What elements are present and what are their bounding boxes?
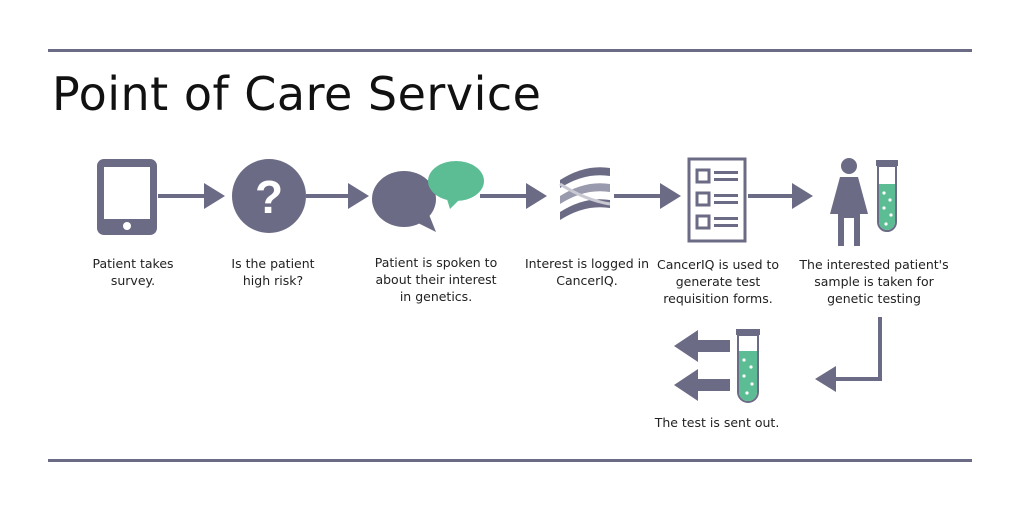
tablet-icon: [97, 159, 157, 235]
step-label-survey: Patient takes survey.: [92, 256, 174, 288]
step-label-high-risk: Is the patient high risk?: [231, 256, 315, 288]
flow-arrow: [158, 183, 225, 209]
flow-arrow: [614, 183, 681, 209]
speech-bubbles-icon: [372, 161, 484, 232]
svg-text:?: ?: [255, 171, 283, 223]
page-title: Point of Care Service: [52, 67, 542, 121]
bottom-rule: [48, 459, 972, 462]
flow-arrow: [480, 183, 547, 209]
requisition-form-icon: [687, 157, 747, 243]
top-rule: [48, 49, 972, 52]
question-icon: ?: [232, 159, 306, 233]
step-label-sample: The interested patient's sample is taken…: [799, 257, 949, 306]
step-label-requisition: CancerIQ is used to generate test requis…: [656, 257, 780, 306]
flow-arrow: [306, 183, 369, 209]
return-arrow: [815, 317, 882, 392]
step-label-logged: Interest is logged in CancerIQ.: [524, 256, 650, 288]
patient-sample-icon: [830, 158, 898, 246]
cancer-iq-logo-icon: [559, 167, 611, 220]
step-label-spoken-to: Patient is spoken to about their interes…: [374, 255, 498, 304]
step-label-sent-out: The test is sent out.: [654, 415, 780, 430]
send-test-icon: [674, 329, 760, 403]
flow-arrow: [748, 183, 813, 209]
